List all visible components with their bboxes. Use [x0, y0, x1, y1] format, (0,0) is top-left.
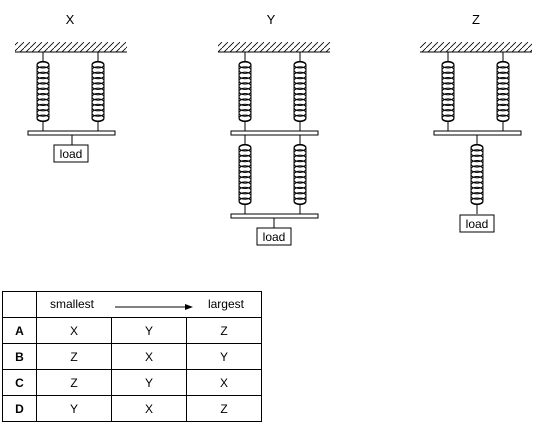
right-arrow-icon [115, 304, 193, 310]
header-corner-cell [2, 291, 37, 318]
table-header-row: smallest largest [2, 291, 262, 318]
table-cell: X [36, 317, 112, 344]
table-cell: X [186, 369, 262, 396]
table-cell: Z [36, 369, 112, 396]
ceiling-hatch-x [15, 42, 127, 52]
spring-z-left [441, 52, 455, 131]
load-label-x: load [60, 147, 83, 161]
setup-x: X load [15, 12, 127, 163]
table-cell: Y [186, 343, 262, 370]
load-box-x [53, 144, 89, 163]
option-key[interactable]: A [2, 317, 37, 344]
option-key[interactable]: C [2, 369, 37, 396]
setup-y-label: Y [267, 12, 276, 27]
table-row-c: C Z Y X [2, 369, 262, 396]
option-key[interactable]: D [2, 395, 37, 422]
table-cell: Y [111, 317, 187, 344]
spring-x-right [91, 52, 105, 131]
table-row-a: A X Y Z [2, 317, 262, 344]
answer-table: smallest largest A X Y Z B Z X Y C Z Y X… [2, 291, 262, 422]
setup-y: Y load [218, 12, 330, 246]
header-largest: largest [207, 297, 244, 311]
setup-z: Z load [420, 12, 532, 233]
beam-y-middle [230, 130, 319, 136]
beam-z [433, 130, 522, 136]
load-box-y [256, 227, 292, 246]
setup-x-label: X [66, 12, 75, 27]
spring-x-left [36, 52, 50, 131]
table-row-d: D Y X Z [2, 395, 262, 422]
spring-arrangements-diagram: X load Y load Z load [15, 12, 532, 246]
option-key[interactable]: B [2, 343, 37, 370]
beam-x [27, 130, 116, 136]
setup-z-label: Z [472, 12, 480, 27]
spring-y-top-left [238, 52, 252, 131]
table-cell: X [111, 343, 187, 370]
table-cell: Y [111, 369, 187, 396]
order-header: smallest largest [36, 291, 262, 318]
load-label-y: load [263, 230, 286, 244]
table-cell: Z [186, 395, 262, 422]
spring-y-top-right [293, 52, 307, 131]
table-cell: Z [36, 343, 112, 370]
spring-y-bottom-right [293, 135, 307, 214]
ceiling-hatch-z [420, 42, 532, 52]
table-cell: X [111, 395, 187, 422]
ceiling-hatch-y [218, 42, 330, 52]
header-smallest: smallest [50, 297, 95, 311]
beam-y-bottom [230, 213, 319, 219]
table-cell: Z [186, 317, 262, 344]
load-label-z: load [466, 217, 489, 231]
spring-z-right [496, 52, 510, 131]
spring-y-bottom-left [238, 135, 252, 214]
table-cell: Y [36, 395, 112, 422]
load-box-z [459, 214, 495, 233]
spring-z-bottom [470, 135, 484, 214]
table-row-b: B Z X Y [2, 343, 262, 370]
